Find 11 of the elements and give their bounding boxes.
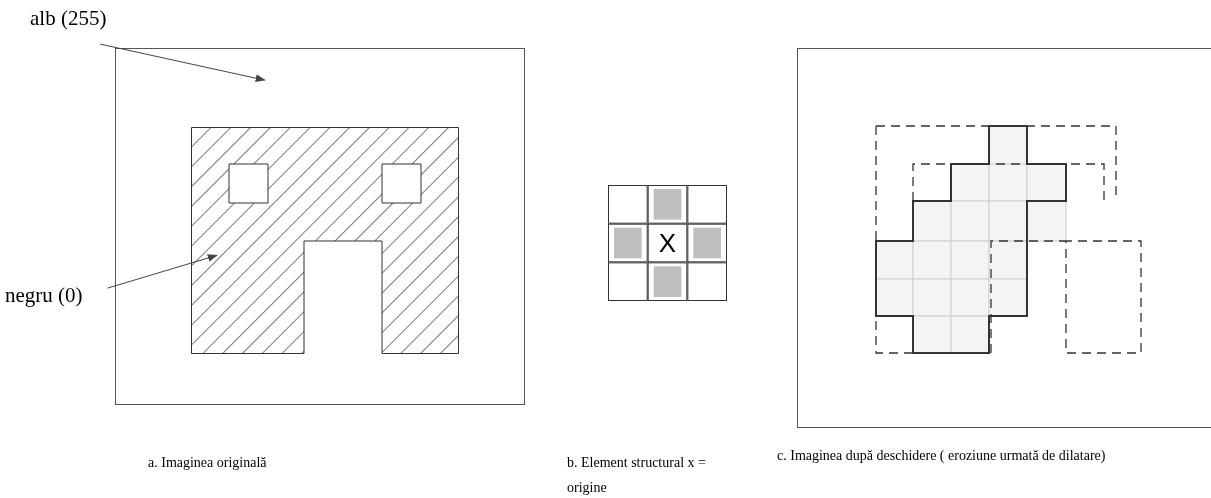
origin-mark: X <box>657 227 678 259</box>
caption: b. Element structural x = origine <box>567 454 707 497</box>
leader-line <box>107 254 218 289</box>
image-frame <box>797 48 1211 428</box>
label-text: negru (0) <box>5 283 83 308</box>
caption: c. Imaginea după deschidere ( eroziune urmată de dilatare) <box>777 447 1107 465</box>
hatched-shape <box>191 127 459 354</box>
label-text: alb (255) <box>30 6 107 31</box>
caption: a. Imaginea originală <box>148 454 268 472</box>
leader-line <box>99 43 266 83</box>
image-frame <box>115 48 525 405</box>
